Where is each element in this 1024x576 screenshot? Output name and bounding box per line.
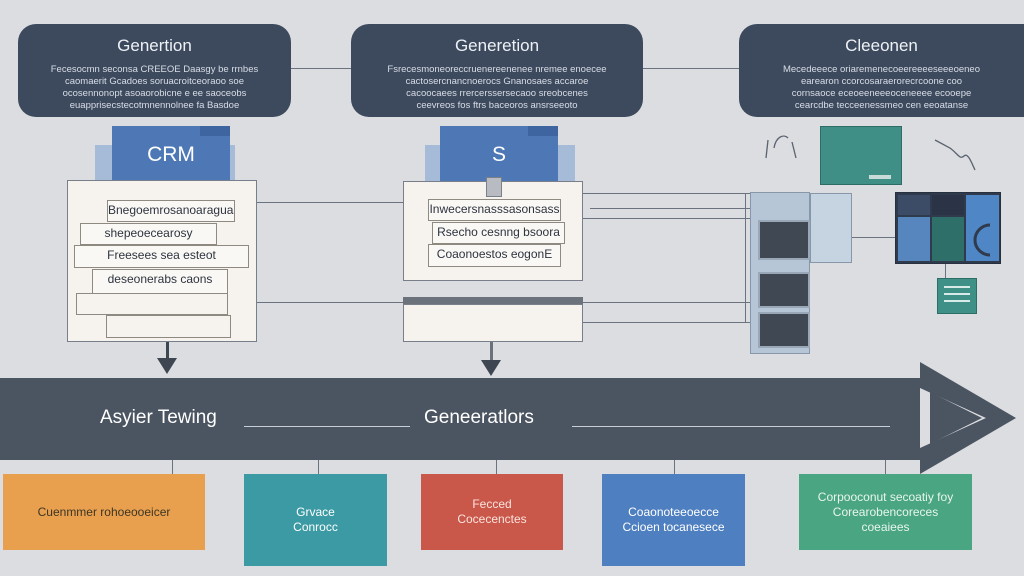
top-box-1-line: ocosennonopt asoaorobicne e ee saoceobs: [62, 88, 247, 99]
bottom-box-5-line: coeaiees: [861, 519, 910, 534]
bottom-box-4: Coaonoteeoecce Ccioen tocanesece: [602, 474, 745, 566]
top-box-2-line: Fsrecesmoneoreccruenereenenee nremee eno…: [387, 64, 607, 75]
top-box-1: Genertion Fecesocmn seconsa CREEOE Daasg…: [18, 24, 291, 117]
document-3-header: [403, 297, 583, 305]
arrow-down-shaft: [166, 342, 169, 364]
bottom-box-2: Grvace Conrocc: [244, 474, 387, 566]
top-box-1-title: Genertion: [117, 36, 192, 55]
arrow-down-icon: [157, 358, 177, 374]
document-1-blank-line: [106, 315, 231, 338]
arrow-down-shaft: [490, 342, 493, 364]
crm-folder-tab: [200, 126, 230, 136]
bottom-box-5-line: Corpooconut secoatiy foy: [817, 489, 954, 504]
connector-line: [257, 202, 403, 203]
bottom-box-4-line: Coaonoteeoecce: [628, 505, 719, 519]
document-clip: [486, 177, 502, 197]
sketch-doodle-icon: [765, 135, 797, 159]
top-box-3-line: cearcdbe tecceenessmeo cen eeoatanse: [794, 100, 969, 111]
document-2-line: Coaonoestos eogonE: [428, 244, 561, 267]
document-2-line: Inwecersnasssasonsass: [428, 199, 561, 221]
banner-line: [572, 426, 890, 427]
connector-line: [945, 264, 946, 278]
top-box-3-title: Cleeonen: [845, 36, 918, 55]
connector-line: [583, 193, 751, 194]
banner-line: [244, 426, 410, 427]
connector-line: [496, 460, 497, 474]
bottom-box-4-line: Ccioen tocanesece: [622, 520, 725, 534]
dashboard-grid: [895, 192, 1001, 264]
top-box-1-line: Fecesocmn seconsa CREEOE Daasgy be rrnbe…: [50, 64, 259, 75]
top-box-3-line: Mecedeeece oriaremenecoeereeeeseeeoeneo: [782, 64, 980, 75]
document-2-line: Rsecho cesnng bsoora: [432, 222, 565, 244]
top-box-2-line: cacoocaees rrercerssersecaoo sreobcenes: [406, 88, 588, 99]
sketch-doodle-icon: [934, 139, 976, 171]
top-box-3-line: earearon ccorcosaraerorecrcoone coo: [800, 76, 963, 87]
top-box-1-line: caomaerit Gcadoes soruacroitceoraoo soe: [64, 76, 244, 87]
bottom-box-1: Cuenmmer rohoeooeicer: [3, 474, 205, 550]
top-box-2-line: cactosercnancnoerocs Gnanosaes accaroe: [405, 76, 589, 87]
connector-line: [172, 460, 173, 474]
connector-line: [745, 193, 746, 323]
connector-line: [583, 322, 751, 323]
connector-line: [257, 302, 403, 303]
connector-line: [291, 68, 351, 69]
top-box-2-title: Generetion: [454, 36, 540, 55]
document-1-line: Freesees sea esteot: [74, 245, 249, 268]
connector-line: [583, 302, 751, 303]
arrow-down-icon: [481, 360, 501, 376]
connector-line: [852, 237, 895, 238]
main-banner: [0, 378, 930, 460]
top-box-2: Generetion Fsrecesmoneoreccruenereenenee…: [351, 24, 643, 117]
connector-line: [674, 460, 675, 474]
bottom-box-1-line: Cuenmmer rohoeooeicer: [37, 504, 171, 519]
document-3: [403, 304, 583, 342]
server-unit: [758, 220, 810, 260]
s-folder-label: S: [491, 143, 506, 166]
banner-left-label: Asyier Tewing: [100, 407, 217, 428]
crm-folder-label: CRM: [147, 143, 195, 166]
info-card: [937, 278, 977, 314]
bottom-box-3-line: Cocecenctes: [457, 512, 527, 526]
bottom-box-2-line: Conrocc: [293, 520, 338, 534]
top-box-3: Cleeonen Mecedeeece oriaremenecoeereeees…: [739, 24, 1024, 117]
document-1-line: Bnegoemrosanoaraguas: [107, 200, 235, 222]
top-box-1-line: euapprisecstecotmnennolnee fa Basdoe: [69, 100, 240, 111]
server-unit: [758, 272, 810, 308]
connector-line: [885, 460, 886, 474]
document-1-blank-line: [76, 293, 228, 315]
arrow-right-icon: [920, 362, 1016, 474]
bottom-box-5-line: Corearobencoreces: [832, 504, 939, 519]
server-panel: [810, 193, 852, 263]
connector-line: [590, 208, 751, 209]
top-box-3-line: cornsaoce eceoeeneeeoceneeee ecooepe: [791, 88, 972, 99]
s-folder-tab: [528, 126, 558, 136]
banner-center-label: Geneeratlors: [424, 407, 534, 428]
bottom-box-3: Fecced Cocecenctes: [421, 474, 563, 550]
document-1-line: shepeoecearosy: [80, 223, 217, 245]
document-1-line: deseonerabs caons: [92, 269, 228, 294]
bottom-box-3-line: Fecced: [472, 497, 512, 511]
teal-screen: [820, 126, 902, 185]
connector-line: [583, 218, 751, 219]
connector-line: [643, 68, 739, 69]
top-box-2-line: ceevreos fos ftrs baceoros ansrseeoto: [416, 100, 578, 111]
connector-line: [318, 460, 319, 474]
bottom-box-2-line: Grvace: [296, 505, 335, 519]
bottom-box-5: Corpooconut secoatiy foy Corearobencorec…: [799, 474, 972, 550]
server-unit: [758, 312, 810, 348]
